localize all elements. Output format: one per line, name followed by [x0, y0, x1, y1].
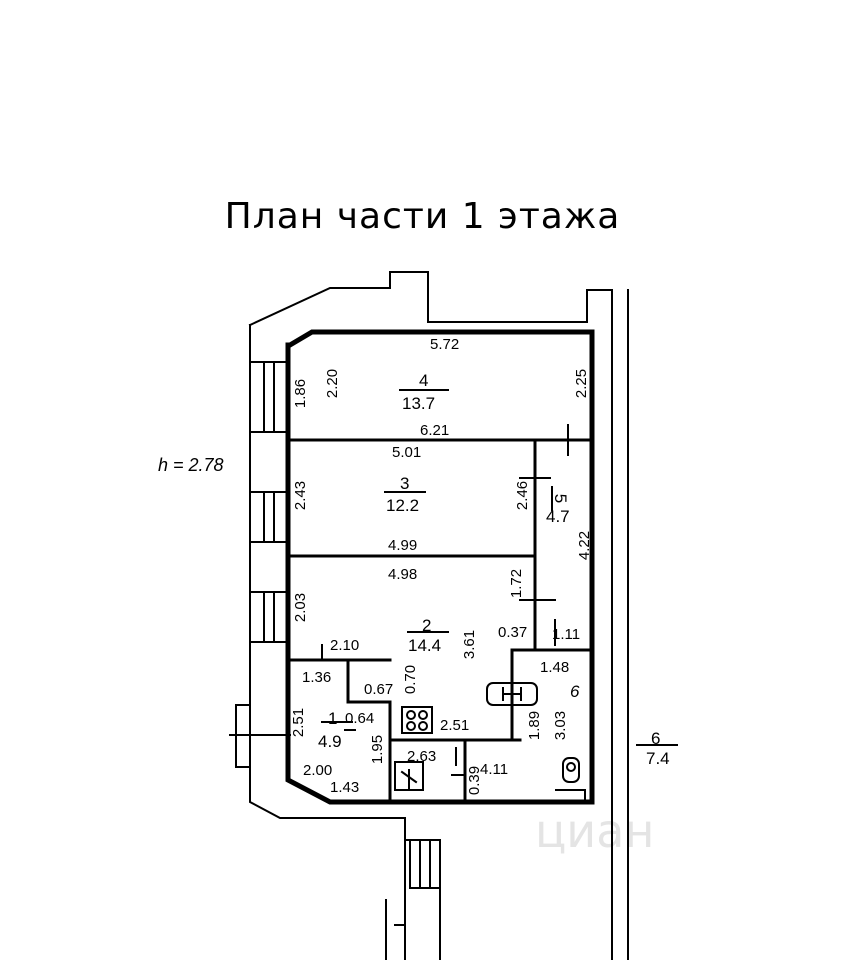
- room-1-number: 1: [328, 709, 338, 728]
- window-left-2: [249, 491, 289, 543]
- dim-2-00: 2.00: [303, 762, 333, 779]
- sink-fixture: [486, 682, 538, 706]
- room-1-area: 4.9: [318, 732, 342, 751]
- plan-title: План части 1 этажа: [224, 196, 621, 237]
- room-number-underlines: [321, 389, 553, 723]
- dim-0-70: 0.70: [402, 664, 420, 695]
- room-2-number: 2: [422, 616, 432, 635]
- dim-5-72: 5.72: [430, 336, 460, 353]
- dim-4-11: 4.11: [480, 761, 509, 778]
- dim-1-86: 1.86: [292, 378, 310, 409]
- wall-wc: [388, 740, 467, 804]
- room-2-area: 14.4: [408, 636, 442, 655]
- wc-fixture: [394, 761, 466, 791]
- wall-5-mark: [519, 424, 569, 646]
- ceiling-height: h = 2.78: [158, 455, 224, 475]
- wall-1: [288, 658, 522, 742]
- dim-2-46: 2.46: [514, 480, 532, 511]
- dim-5-01: 5.01: [392, 444, 422, 461]
- dim-1-72: 1.72: [508, 568, 526, 599]
- dim-6-21: 6.21: [420, 422, 450, 439]
- dim-2-51-kitchen: 2.51: [440, 717, 470, 734]
- room-3-area: 12.2: [386, 496, 420, 515]
- room-6-bath-number: 6: [570, 682, 580, 701]
- room-6-area: 7.4: [646, 749, 670, 768]
- room-4-area: 13.7: [402, 394, 436, 413]
- dim-4-98: 4.98: [388, 566, 418, 583]
- window-left-1: [249, 361, 289, 433]
- dim-1-95: 1.95: [369, 734, 387, 765]
- watermark-logo: циан: [535, 804, 655, 858]
- stove-fixture: [401, 706, 433, 734]
- dim-0-67: 0.67: [364, 681, 394, 698]
- dim-4-99: 4.99: [388, 537, 418, 554]
- room-4-number: 4: [419, 371, 429, 390]
- lower-stair: [385, 839, 441, 960]
- dim-2-25: 2.25: [573, 368, 591, 399]
- dim-2-20: 2.20: [324, 368, 342, 399]
- dim-1-89: 1.89: [526, 710, 544, 741]
- dim-4-22: 4.22: [576, 530, 594, 561]
- room-5-number: 5: [551, 493, 571, 504]
- dim-0-64: 0.64: [345, 710, 375, 727]
- dim-0-37: 0.37: [498, 624, 528, 641]
- room-3-number: 3: [400, 474, 410, 493]
- dim-2-03: 2.03: [292, 592, 310, 623]
- toilet-fixture: [555, 757, 586, 801]
- dim-1-36: 1.36: [302, 669, 332, 686]
- door-marks: [321, 644, 457, 766]
- dim-0-39: 0.39: [466, 765, 484, 796]
- dim-2-51-room1: 2.51: [290, 707, 308, 738]
- window-left-4: [229, 704, 291, 768]
- window-bottom: [409, 839, 441, 889]
- dim-2-63: 2.63: [407, 748, 437, 765]
- dim-1-48: 1.48: [540, 659, 570, 676]
- dim-3-03: 3.03: [552, 710, 570, 741]
- dim-2-43: 2.43: [292, 480, 310, 511]
- room-5-area: 4.7: [546, 507, 570, 526]
- dim-3-61: 3.61: [461, 629, 479, 660]
- dim-1-11: 1.11: [552, 626, 581, 643]
- room-6-number: 6: [651, 729, 661, 748]
- dim-2-10: 2.10: [330, 637, 360, 654]
- window-left-3: [249, 591, 289, 643]
- dim-1-43: 1.43: [330, 779, 360, 796]
